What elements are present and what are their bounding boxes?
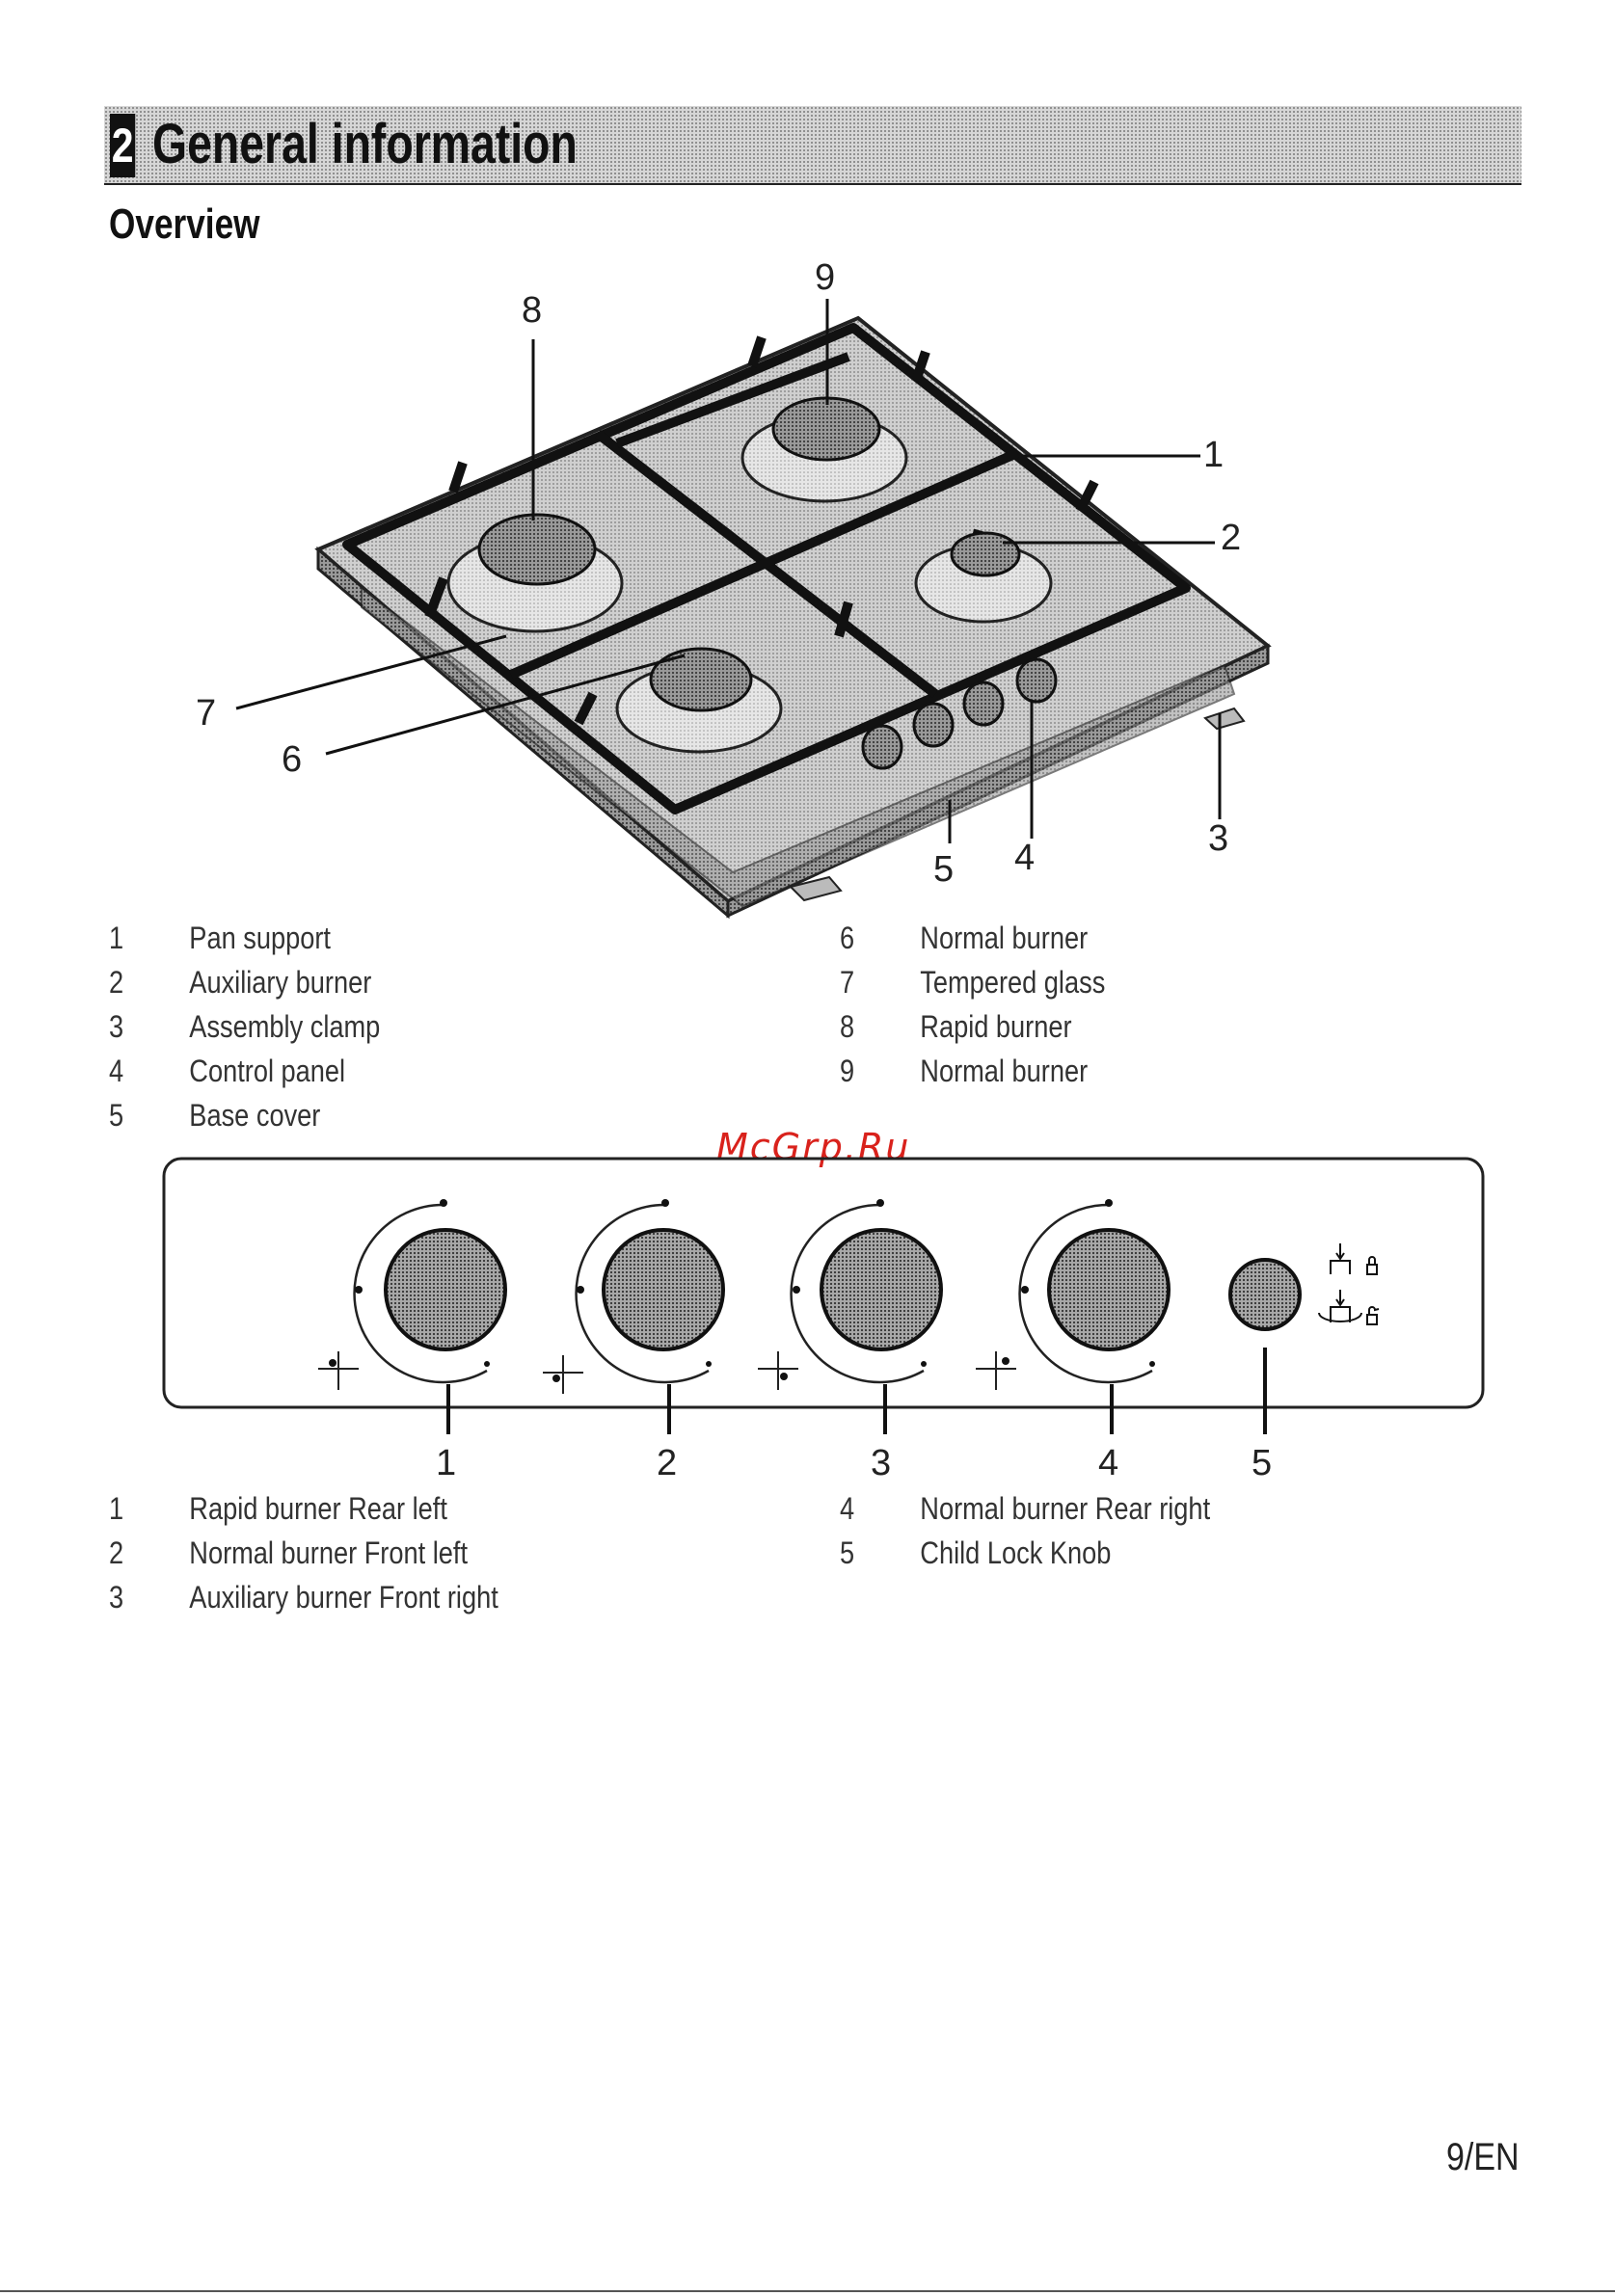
knob-child-lock (1228, 1258, 1302, 1331)
chapter-number: 2 (110, 114, 136, 177)
rapid-burner (446, 513, 624, 633)
hob-callout-2: 2 (1221, 518, 1241, 558)
hob-callout-9: 9 (815, 257, 835, 298)
control-panel-outline (162, 1157, 1485, 1409)
auxiliary-burner (914, 531, 1053, 624)
unlock-icon (1318, 1290, 1380, 1325)
panel-callout-4: 4 (1098, 1443, 1118, 1483)
panel-leader-lines (446, 1348, 1267, 1434)
panel-callout-2: 2 (657, 1443, 677, 1483)
hob-callout-7: 7 (196, 693, 216, 734)
chapter-title: General information (152, 113, 578, 175)
section-title: Overview (109, 200, 260, 248)
normal-burner-rear (740, 396, 908, 503)
knob-normal-burner-rear-right (976, 1199, 1171, 1390)
hob-callout-5: 5 (933, 849, 954, 890)
control-panel-diagram: 1 2 3 4 5 (162, 1157, 1485, 1483)
watermark-text: McGrp.Ru (716, 1126, 911, 1168)
hob-callout-6: 6 (282, 739, 302, 780)
bottom-rule (0, 2290, 1615, 2292)
page-number: 9/EN (1446, 2136, 1520, 2178)
knob-rapid-burner (318, 1199, 507, 1390)
hob-callout-8: 8 (522, 290, 542, 331)
chapter-header: 2 General information (104, 106, 1521, 185)
knob-normal-burner-front-left (543, 1199, 725, 1394)
hob-overview-diagram: 8 9 1 2 3 4 5 6 7 (196, 257, 1272, 920)
hob-callout-1: 1 (1203, 435, 1224, 475)
panel-callout-3: 3 (871, 1443, 891, 1483)
hob-control-knobs (861, 657, 1058, 770)
knob-auxiliary-burner (758, 1199, 943, 1390)
hob-callout-4: 4 (1014, 838, 1035, 878)
lock-icon (1330, 1243, 1378, 1275)
panel-callout-1: 1 (436, 1443, 456, 1483)
normal-burner-front (615, 647, 783, 754)
panel-callout-5: 5 (1252, 1443, 1272, 1483)
hob-leader-lines (235, 299, 1222, 843)
hob-callout-3: 3 (1208, 818, 1228, 859)
